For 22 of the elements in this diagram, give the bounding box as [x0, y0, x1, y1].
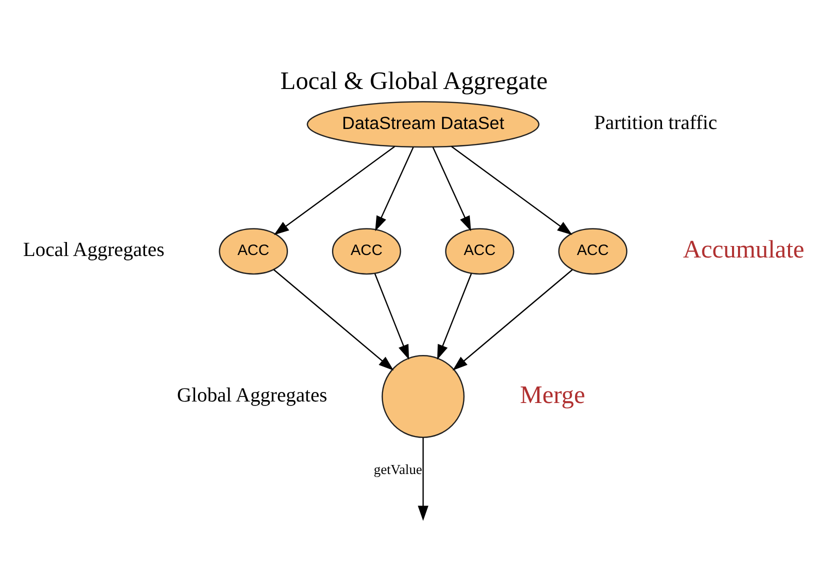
node-ellipse: ACC [218, 228, 288, 274]
node-ellipse: ACC [445, 228, 514, 274]
label: Local Aggregates [23, 238, 164, 261]
arrow [375, 146, 414, 231]
node-ellipse: ACC [558, 228, 628, 274]
label: Accumulate [682, 236, 804, 264]
arrow [274, 145, 396, 235]
arrow [437, 272, 472, 360]
label: Partition traffic [594, 112, 718, 134]
arrow [418, 436, 428, 520]
edge-label: getValue [374, 462, 422, 477]
arrow [374, 272, 410, 360]
arrow [452, 268, 573, 370]
node-ellipse: ACC [332, 228, 402, 274]
arrow [432, 146, 472, 231]
diagram-title: Local & Global Aggregate [280, 68, 548, 95]
arrow [273, 268, 394, 370]
node-ellipse: DataStream DataSet [306, 100, 540, 148]
label: Global Aggregates [177, 384, 328, 406]
node-circle [382, 354, 465, 438]
node-label: Merge [520, 381, 586, 408]
arrow [451, 145, 572, 235]
